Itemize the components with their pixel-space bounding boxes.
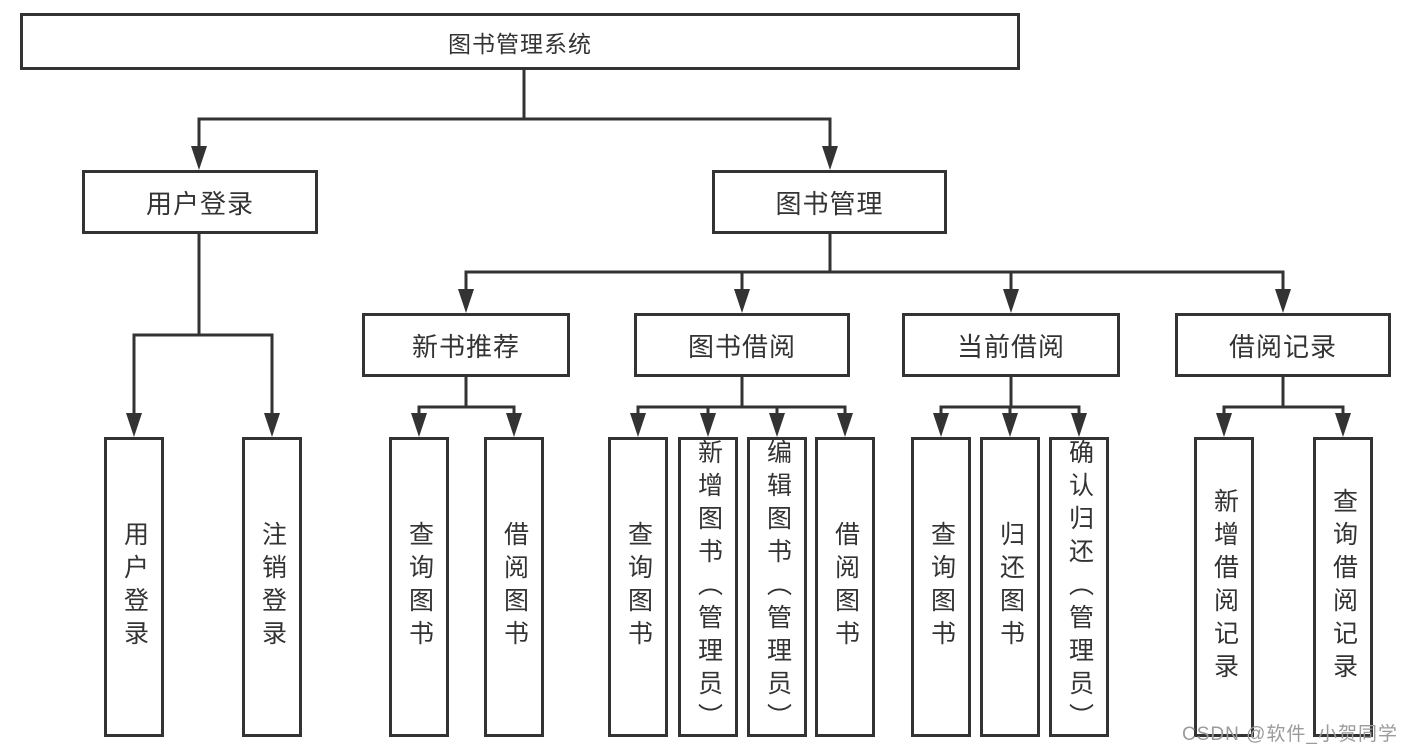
arrow-to-new-book-recommend <box>458 289 474 313</box>
node-book-management: 图书管理 <box>712 170 947 234</box>
arrow-to-query-borrow-record <box>1335 413 1351 437</box>
node-add-book-admin-label: 新增图书（管理员） <box>694 438 723 736</box>
arrow-to-add-book-admin <box>700 413 716 437</box>
node-book-borrow-label: 图书借阅 <box>687 331 796 362</box>
node-add-borrow-record-label: 新增借阅记录 <box>1210 488 1239 686</box>
node-query-books-current: 查询图书 <box>911 437 971 737</box>
arrow-to-book-management <box>822 146 838 170</box>
arrow-to-confirm-return-admin <box>1071 413 1087 437</box>
node-query-books-borrow-label: 查询图书 <box>624 521 653 653</box>
node-query-borrow-record: 查询借阅记录 <box>1313 437 1373 737</box>
node-new-book-recommend-label: 新书推荐 <box>411 331 520 362</box>
arrow-to-logout-leaf <box>264 413 280 437</box>
connector-userlogin-to-leaves <box>132 233 274 416</box>
node-root-system: 图书管理系统 <box>20 13 1020 70</box>
node-confirm-return-admin-label: 确认归还（管理员） <box>1065 438 1094 736</box>
node-new-book-recommend: 新书推荐 <box>362 313 570 377</box>
node-current-borrow: 当前借阅 <box>902 313 1120 377</box>
node-add-borrow-record: 新增借阅记录 <box>1194 437 1254 737</box>
node-user-login: 用户登录 <box>82 170 318 234</box>
node-return-book-label: 归还图书 <box>996 521 1025 653</box>
node-user-login-label: 用户登录 <box>145 188 254 219</box>
arrow-to-borrow-books-recommend <box>506 413 522 437</box>
node-book-management-label: 图书管理 <box>775 188 884 219</box>
node-return-book: 归还图书 <box>980 437 1040 737</box>
arrow-to-book-borrow <box>734 289 750 313</box>
node-edit-book-admin: 编辑图书（管理员） <box>747 437 807 737</box>
node-root-system-label: 图书管理系统 <box>448 30 592 57</box>
arrow-to-borrow-records <box>1275 289 1291 313</box>
arrow-to-query-books-borrow <box>630 413 646 437</box>
node-logout-leaf-label: 注销登录 <box>258 521 287 653</box>
connector-root-to-level2 <box>197 69 832 150</box>
node-borrow-records-label: 借阅记录 <box>1228 331 1337 362</box>
arrow-to-current-borrow <box>1003 289 1019 313</box>
node-query-books-borrow: 查询图书 <box>608 437 668 737</box>
node-query-books-recommend: 查询图书 <box>389 437 449 737</box>
node-edit-book-admin-label: 编辑图书（管理员） <box>763 438 792 736</box>
node-borrow-records: 借阅记录 <box>1175 313 1391 377</box>
node-borrow-books-recommend: 借阅图书 <box>484 437 544 737</box>
node-query-books-recommend-label: 查询图书 <box>405 521 434 653</box>
node-borrow-books-recommend-label: 借阅图书 <box>500 521 529 653</box>
arrow-to-query-books-current <box>933 413 949 437</box>
node-current-borrow-label: 当前借阅 <box>956 331 1065 362</box>
node-borrow-books-borrow-label: 借阅图书 <box>831 521 860 653</box>
node-add-book-admin: 新增图书（管理员） <box>678 437 738 737</box>
connector-newbook-to-leaves <box>417 376 516 416</box>
arrow-to-user-login <box>191 146 207 170</box>
arrow-to-user-login-leaf <box>126 413 142 437</box>
node-logout-leaf: 注销登录 <box>242 437 302 737</box>
arrow-to-query-books-recommend <box>411 413 427 437</box>
arrow-to-return-book <box>1002 413 1018 437</box>
node-user-login-leaf: 用户登录 <box>104 437 164 737</box>
node-query-books-current-label: 查询图书 <box>927 521 956 653</box>
connector-borrowrecord-to-leaves <box>1222 376 1345 416</box>
csdn-watermark: CSDN @软件_小贺同学 <box>1182 724 1398 745</box>
arrow-to-edit-book-admin <box>769 413 785 437</box>
node-user-login-leaf-label: 用户登录 <box>120 521 149 653</box>
node-book-borrow: 图书借阅 <box>634 313 850 377</box>
node-confirm-return-admin: 确认归还（管理员） <box>1049 437 1109 737</box>
arrow-to-borrow-books-borrow <box>837 413 853 437</box>
node-query-borrow-record-label: 查询借阅记录 <box>1329 488 1358 686</box>
connector-currentborrow-to-leaves <box>939 376 1081 416</box>
arrowheads <box>126 146 1351 437</box>
connector-bookmgmt-to-level3 <box>464 233 1285 292</box>
node-borrow-books-borrow: 借阅图书 <box>815 437 875 737</box>
connector-bookborrow-to-leaves <box>636 376 847 416</box>
arrow-to-add-borrow-record <box>1216 413 1232 437</box>
